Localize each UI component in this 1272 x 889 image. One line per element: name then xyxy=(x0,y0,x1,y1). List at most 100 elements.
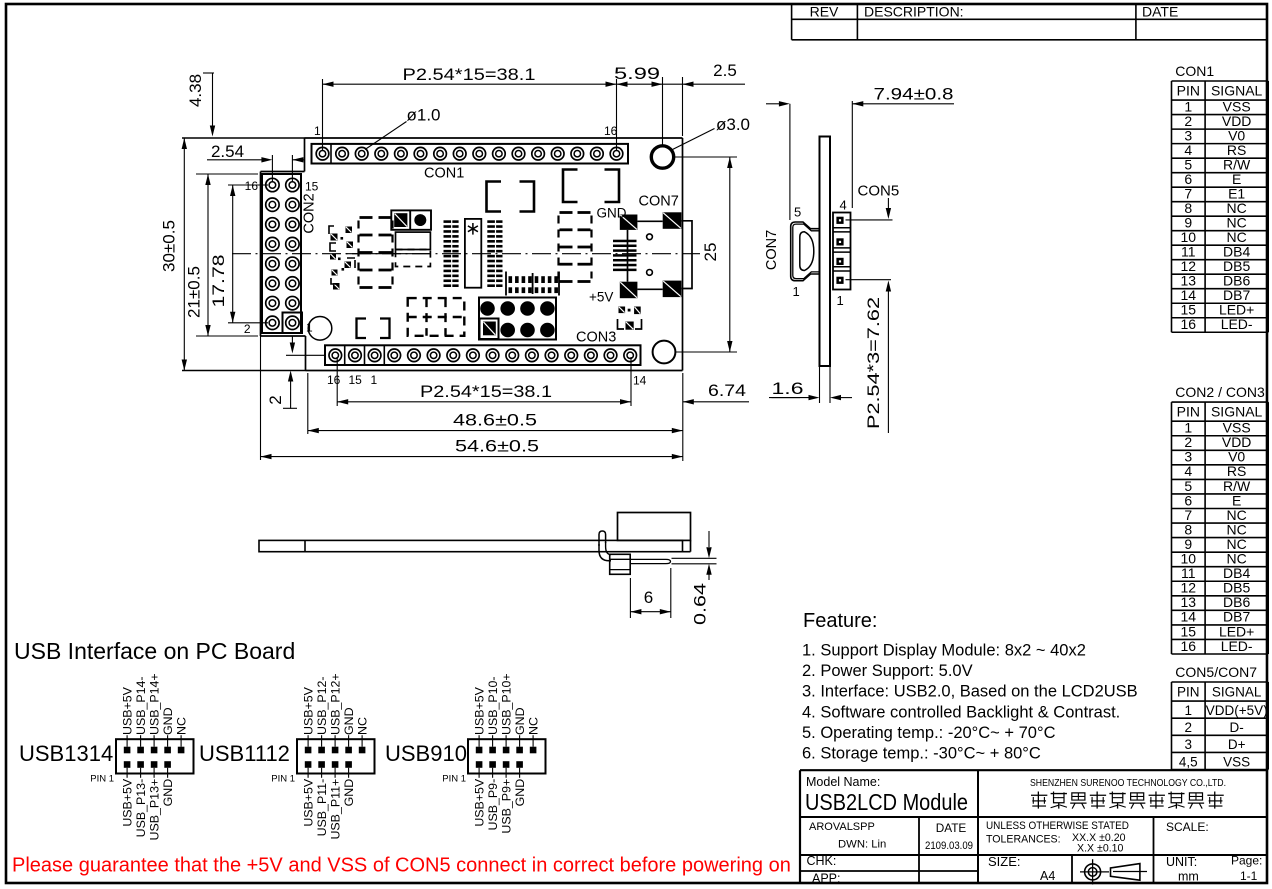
svg-text:SHENZHEN SURENOO TECHNOLOGY CO: SHENZHEN SURENOO TECHNOLOGY CO.,LTD. xyxy=(1030,778,1226,789)
svg-text:mm: mm xyxy=(1178,870,1199,884)
svg-text:GND: GND xyxy=(513,779,527,807)
svg-text:5: 5 xyxy=(1184,156,1192,172)
svg-text:14: 14 xyxy=(1181,287,1197,303)
svg-text:VSS: VSS xyxy=(1223,754,1250,769)
svg-text:P2.54*15=38.1: P2.54*15=38.1 xyxy=(403,65,536,84)
svg-text:USB_P13-: USB_P13- xyxy=(134,779,148,838)
svg-text:APP:: APP: xyxy=(812,872,841,886)
svg-text:DB4: DB4 xyxy=(1223,244,1250,260)
svg-text:R/W: R/W xyxy=(1223,478,1251,494)
svg-text:NC: NC xyxy=(1227,551,1247,567)
svg-text:16: 16 xyxy=(604,124,618,138)
svg-text:1.6: 1.6 xyxy=(772,379,804,398)
svg-text:3: 3 xyxy=(1184,449,1192,465)
svg-text:Model Name:: Model Name: xyxy=(806,775,880,789)
svg-text:2: 2 xyxy=(266,395,285,404)
svg-text:XX.X ±0.20: XX.X ±0.20 xyxy=(1072,832,1126,844)
svg-text:SIGNAL: SIGNAL xyxy=(1211,83,1263,99)
svg-text:LED-: LED- xyxy=(1221,316,1253,332)
svg-text:GND: GND xyxy=(161,707,175,735)
svg-text:12: 12 xyxy=(1181,580,1197,596)
svg-text:DB5: DB5 xyxy=(1223,580,1250,596)
svg-text:D+: D+ xyxy=(1228,737,1246,752)
svg-text:6: 6 xyxy=(1184,492,1192,508)
svg-text:TOLERANCES:: TOLERANCES: xyxy=(986,834,1061,846)
svg-text:AROVALSPP: AROVALSPP xyxy=(809,821,875,833)
svg-text:USB+5V: USB+5V xyxy=(121,686,135,735)
svg-text:16: 16 xyxy=(327,373,341,387)
svg-text:7: 7 xyxy=(1184,185,1192,201)
svg-text:USB+5V: USB+5V xyxy=(473,686,487,735)
svg-text:+5V: +5V xyxy=(589,290,613,305)
svg-text:CHK:: CHK: xyxy=(807,854,837,868)
svg-text:CON5/CON7: CON5/CON7 xyxy=(1175,664,1257,680)
svg-text:USB+5V: USB+5V xyxy=(473,778,487,827)
svg-text:GND: GND xyxy=(342,707,356,735)
svg-text:P2.54*3=7.62: P2.54*3=7.62 xyxy=(865,297,883,429)
svg-text:PIN 1: PIN 1 xyxy=(271,774,295,785)
svg-text:SIGNAL: SIGNAL xyxy=(1211,404,1263,420)
svg-text:RS: RS xyxy=(1227,463,1246,479)
svg-text:NC: NC xyxy=(1227,536,1247,552)
svg-text:PIN: PIN xyxy=(1177,404,1200,420)
svg-text:1: 1 xyxy=(1184,420,1192,436)
svg-text:54.6±0.5: 54.6±0.5 xyxy=(455,437,539,456)
svg-text:DB4: DB4 xyxy=(1223,565,1250,581)
svg-text:14: 14 xyxy=(633,374,647,388)
svg-text:USB_P13+: USB_P13+ xyxy=(148,779,162,841)
svg-text:1-1: 1-1 xyxy=(1240,869,1258,883)
svg-text:10: 10 xyxy=(1181,229,1197,245)
svg-text:ø1.0: ø1.0 xyxy=(407,106,441,125)
svg-text:USB_P12-: USB_P12- xyxy=(315,676,329,735)
svg-text:6: 6 xyxy=(644,588,653,607)
svg-text:6. Storage temp.: -30°C~ + 80°: 6. Storage temp.: -30°C~ + 80°C xyxy=(802,745,1041,763)
svg-text:PIN: PIN xyxy=(1177,685,1200,700)
svg-text:E: E xyxy=(1232,171,1241,187)
svg-text:NC: NC xyxy=(1227,521,1247,537)
svg-text:2109.03.09: 2109.03.09 xyxy=(925,840,973,852)
svg-text:8: 8 xyxy=(1184,200,1192,216)
svg-text:25: 25 xyxy=(701,243,720,262)
svg-text:6.74: 6.74 xyxy=(708,381,746,400)
svg-text:1: 1 xyxy=(793,284,800,299)
svg-text:NC: NC xyxy=(527,717,541,735)
svg-text:15: 15 xyxy=(1181,302,1197,318)
svg-text:CON3: CON3 xyxy=(576,330,616,346)
svg-text:USB1112: USB1112 xyxy=(199,741,290,766)
svg-text:2: 2 xyxy=(1185,720,1193,735)
svg-text:USB_P10+: USB_P10+ xyxy=(500,673,514,735)
svg-text:CON5: CON5 xyxy=(858,183,900,200)
svg-text:E1: E1 xyxy=(1228,185,1245,201)
svg-text:PIN 1: PIN 1 xyxy=(442,774,466,785)
svg-text:USB+5V: USB+5V xyxy=(302,686,316,735)
svg-text:LED+: LED+ xyxy=(1219,302,1254,318)
svg-text:USB1314: USB1314 xyxy=(19,741,113,766)
svg-text:DATE: DATE xyxy=(936,821,967,835)
svg-text:NC: NC xyxy=(1227,507,1247,523)
svg-text:16: 16 xyxy=(245,179,259,193)
svg-text:4: 4 xyxy=(840,198,847,213)
svg-text:Page:: Page: xyxy=(1231,854,1262,868)
svg-text:UNIT:: UNIT: xyxy=(1166,855,1197,869)
svg-text:USB_P11-: USB_P11- xyxy=(315,779,329,837)
svg-text:NC: NC xyxy=(356,717,370,735)
svg-text:X.X ±0.10: X.X ±0.10 xyxy=(1077,843,1124,855)
svg-text:SIGNAL: SIGNAL xyxy=(1212,685,1262,700)
svg-text:USB2LCD Module: USB2LCD Module xyxy=(805,789,968,815)
svg-text:10: 10 xyxy=(1181,551,1197,567)
svg-text:11: 11 xyxy=(1181,565,1196,581)
svg-text:VSS: VSS xyxy=(1223,98,1251,114)
svg-text:CON1: CON1 xyxy=(1175,63,1214,79)
svg-text:DESCRIPTION:: DESCRIPTION: xyxy=(864,4,964,20)
svg-text:R/W: R/W xyxy=(1223,156,1251,172)
svg-text:V0: V0 xyxy=(1228,449,1245,465)
svg-text:2.5: 2.5 xyxy=(713,61,737,80)
svg-text:15: 15 xyxy=(1181,623,1197,639)
svg-text:5: 5 xyxy=(794,205,801,220)
svg-text:NC: NC xyxy=(1227,214,1247,230)
svg-text:2: 2 xyxy=(1184,113,1192,129)
svg-text:CON2 / CON3: CON2 / CON3 xyxy=(1175,384,1265,400)
svg-text:5: 5 xyxy=(1184,478,1192,494)
svg-text:5. Operating temp.: -20°C~ + 7: 5. Operating temp.: -20°C~ + 70°C xyxy=(802,724,1056,742)
svg-text:USB Interface on PC Board: USB Interface on PC Board xyxy=(14,638,295,664)
